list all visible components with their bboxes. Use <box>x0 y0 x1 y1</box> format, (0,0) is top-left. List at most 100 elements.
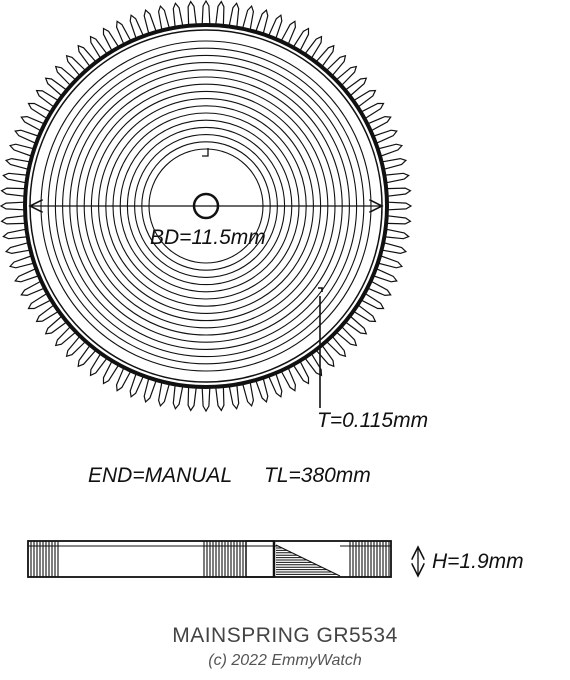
gear-tooth <box>2 172 27 184</box>
gear-tooth <box>65 336 86 358</box>
gear-tooth <box>268 373 283 398</box>
gear-tooth <box>143 8 157 34</box>
gear-tooth <box>345 316 368 335</box>
gear-tooth <box>2 228 27 240</box>
gear-tooth <box>382 157 408 170</box>
gear-tooth <box>102 361 119 385</box>
gear-tooth <box>35 89 59 108</box>
barrel-outer-ring <box>23 23 389 389</box>
thickness-leader <box>318 287 323 408</box>
gear-tooth <box>387 215 412 225</box>
gear-tooth <box>242 4 255 30</box>
gear-tooth <box>0 187 25 197</box>
gear-tooth <box>0 201 25 211</box>
gear-tooth <box>268 14 283 39</box>
total-length-label: TL=380mm <box>264 464 371 487</box>
side-view <box>27 540 392 578</box>
gear-tooth <box>4 157 30 170</box>
gear-tooth <box>20 115 44 132</box>
gear-tooth <box>187 387 197 412</box>
gear-tooth <box>8 143 34 157</box>
height-label: H=1.9mm <box>432 550 524 573</box>
gear-tooth <box>157 382 170 408</box>
gear-tooth <box>242 382 255 408</box>
gear-tooth <box>187 0 197 25</box>
gear-tooth <box>255 8 269 34</box>
thickness-label: T=0.115mm <box>317 409 429 432</box>
copyright-note: (c) 2022 EmmyWatch <box>208 652 362 669</box>
gear-tooth <box>378 143 404 157</box>
gear-tooth <box>387 201 413 211</box>
gear-tooth <box>4 242 30 255</box>
gear-tooth <box>89 353 108 377</box>
knurl-right <box>349 541 390 577</box>
inner-hook <box>202 148 209 157</box>
gear-tooth <box>0 215 25 225</box>
gear-tooth <box>293 361 310 385</box>
gear-tooth <box>345 77 368 96</box>
gear-tooth <box>361 102 385 119</box>
gear-tooth <box>77 345 96 368</box>
gear-tooth <box>326 336 347 358</box>
gear-tooth <box>129 373 144 398</box>
shaded-slip-section <box>275 544 341 577</box>
gear-tooth <box>65 54 86 76</box>
gear-tooth <box>228 2 240 27</box>
gear-tooth <box>293 27 310 51</box>
gear-tooth <box>201 387 211 413</box>
gear-tooth <box>373 129 398 144</box>
knurl-middle <box>203 541 244 577</box>
gear-tooth <box>14 129 39 144</box>
gear-tooth <box>27 293 51 310</box>
gear-tooth <box>378 255 404 269</box>
gear-tooth <box>385 228 410 240</box>
gear-tooth <box>368 280 392 297</box>
gear-tooth <box>215 387 225 412</box>
gear-tooth <box>89 35 108 59</box>
gear-tooth <box>44 77 67 96</box>
gear-tooth <box>115 368 132 392</box>
gear-tooth <box>14 268 39 283</box>
shade-diagonal <box>275 544 341 577</box>
gear-tooth <box>215 0 225 25</box>
gear-tooth <box>280 20 297 44</box>
gear-tooth <box>280 368 297 392</box>
gear-tooth <box>387 187 412 197</box>
gear-tooth <box>129 14 144 39</box>
gear-tooth <box>316 44 335 67</box>
knurl-left <box>30 541 59 577</box>
gear-tooth <box>326 54 347 76</box>
gear-tooth <box>382 242 408 255</box>
gear-tooth <box>8 255 34 269</box>
gear-tooth <box>172 385 184 410</box>
gear-tooth <box>115 20 132 44</box>
gear-tooth <box>20 280 44 297</box>
gear-tooth <box>368 115 392 132</box>
gear-tooth <box>353 304 377 323</box>
gear-tooth <box>361 293 385 310</box>
gear-tooth <box>316 345 335 368</box>
gear-tooth <box>54 65 76 86</box>
gear-tooth <box>44 316 67 335</box>
gear-tooth <box>102 27 119 51</box>
gear-tooth <box>35 304 59 323</box>
gear-tooth <box>255 378 269 404</box>
gear-tooth <box>353 89 377 108</box>
gear-tooth <box>143 378 157 404</box>
gear-tooth <box>336 326 358 347</box>
barrel-diameter-label: BD=11.5mm <box>150 226 266 249</box>
end-type-label: END=MANUAL <box>88 464 233 487</box>
gear-tooth <box>77 44 96 67</box>
gear-tooth <box>157 4 170 30</box>
gear-tooth <box>336 65 358 86</box>
gear-tooth <box>385 172 410 184</box>
gear-tooth <box>228 385 240 410</box>
gear-teeth <box>0 0 413 413</box>
gear-tooth <box>27 102 51 119</box>
gear-tooth <box>304 353 323 377</box>
diagram-title: MAINSPRING GR5534 <box>172 624 398 647</box>
gear-tooth <box>304 35 323 59</box>
gear-tooth <box>201 0 211 25</box>
gear-tooth <box>373 268 398 283</box>
